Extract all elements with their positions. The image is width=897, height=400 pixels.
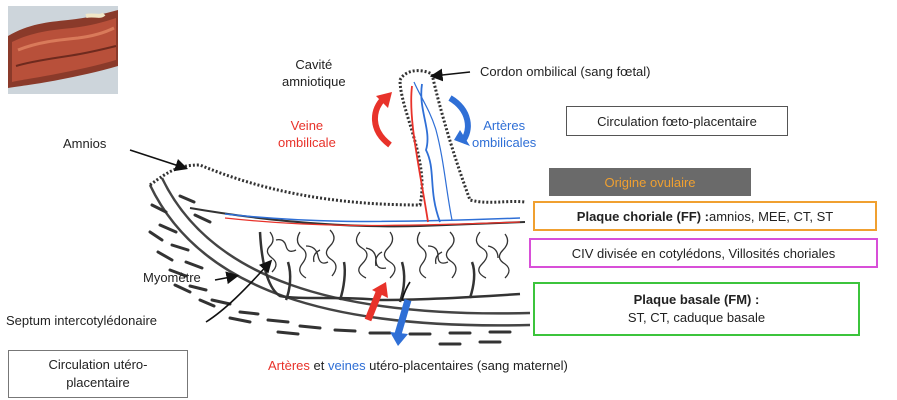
leader-myometre <box>215 276 236 280</box>
umbilical-vein-line <box>411 86 428 222</box>
leader-amnios <box>130 150 185 168</box>
ovular-origin-box: Origine ovulaire <box>549 168 751 196</box>
septum-label: Septum intercotylédonaire <box>6 313 157 328</box>
basal-plate-box: Plaque basale (FM) : ST, CT, caduque bas… <box>533 282 860 336</box>
chorial-plate-box: Plaque choriale (FF) : amnios, MEE, CT, … <box>533 201 877 231</box>
chorionic-villi <box>267 230 509 278</box>
amnios-label: Amnios <box>63 136 106 151</box>
chorionic-plate-vessels <box>225 214 520 221</box>
utero-circulation-box: Circulation utéro- placentaire <box>8 350 188 398</box>
vein-label: Veine ombilicale <box>278 117 336 151</box>
myometre-label: Myomètre <box>143 270 201 285</box>
maternal-vein-arrow <box>398 300 408 334</box>
arteries-label: Artères ombilicales <box>472 117 536 151</box>
maternal-vessels-caption: Artères et veines utéro-placentaires (sa… <box>268 358 568 373</box>
civ-box: CIV divisée en cotylédons, Villosités ch… <box>529 238 878 268</box>
leader-cord <box>433 72 470 76</box>
amnion-membrane <box>150 71 525 205</box>
cord-label: Cordon ombilical (sang fœtal) <box>480 64 651 79</box>
cavity-label: Cavité amniotique <box>282 56 346 90</box>
fetal-circulation-box: Circulation fœto-placentaire <box>566 106 788 136</box>
